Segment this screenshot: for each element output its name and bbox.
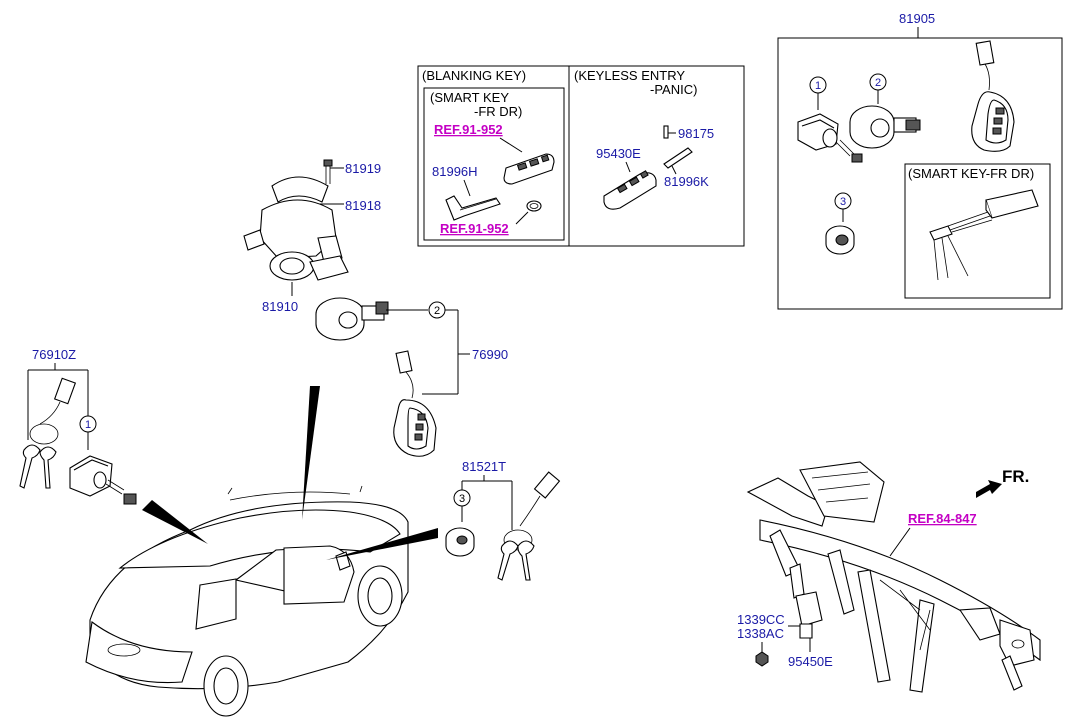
ref-91-952-top[interactable]: REF.91-952 [434, 122, 503, 137]
lock-cylinder-icon [797, 113, 863, 163]
pointer-wedges [142, 386, 438, 560]
ref-91-952-bottom[interactable]: REF.91-952 [440, 221, 509, 236]
battery-strip-icon [663, 125, 669, 139]
label-81996K[interactable]: 81996K [664, 174, 709, 189]
callout-1-right: 1 [815, 80, 821, 92]
immobilizer-antenna-icon [825, 225, 855, 255]
smart-key-fob-icon [971, 40, 1015, 152]
callout-3-right: 3 [840, 196, 846, 208]
box-title-smart-key-2: -FR DR) [474, 104, 522, 119]
box-blanking-keyless: (BLANKING KEY) (SMART KEY -FR DR) REF.91… [417, 65, 745, 247]
door-lock-set: 76910Z 1 [19, 347, 137, 505]
box-81905: 81905 1 2 [777, 11, 1063, 310]
label-81918[interactable]: 81918 [345, 198, 381, 213]
fr-direction-label: FR. [1002, 467, 1029, 486]
label-76990[interactable]: 76990 [472, 347, 508, 362]
label-1338AC[interactable]: 1338AC [737, 626, 784, 641]
tailgate-lock-set: 81521T 3 [445, 459, 561, 581]
label-81919[interactable]: 81919 [345, 161, 381, 176]
box-title-keyless-2: -PANIC) [650, 82, 697, 97]
keys-with-tag-icon [497, 471, 561, 581]
callout-3-mid: 3 [459, 493, 465, 505]
cowl-cross-bar: FR. REF.84-847 [746, 461, 1041, 693]
callout-2-right: 2 [875, 77, 881, 89]
steering-lock-assembly: 81919 81918 81910 2 [243, 159, 508, 457]
ref-84-847[interactable]: REF.84-847 [908, 511, 977, 526]
label-81996H[interactable]: 81996H [432, 164, 478, 179]
forward-arrow-icon [976, 480, 1002, 498]
label-95450E[interactable]: 95450E [788, 654, 833, 669]
key-ring-icon [526, 200, 542, 212]
callout-2-mid: 2 [434, 305, 440, 317]
door-lock-cylinder-icon [69, 455, 137, 505]
label-81905[interactable]: 81905 [899, 11, 935, 26]
vehicle-suv-icon [85, 485, 409, 717]
ignition-switch-icon [315, 297, 389, 341]
box-title-keyless-1: (KEYLESS ENTRY [574, 68, 685, 83]
lock-cap-icon [445, 527, 475, 557]
smart-key-fob-icon [393, 350, 437, 457]
emergency-key-blade-icon [445, 195, 501, 221]
label-98175[interactable]: 98175 [678, 126, 714, 141]
label-81521T[interactable]: 81521T [462, 459, 506, 474]
box-title-blanking-key: (BLANKING KEY) [422, 68, 526, 83]
smart-key-fob-icon [503, 153, 555, 185]
keyless-remote-icon [603, 170, 657, 210]
key-blade-icon [663, 147, 693, 169]
nut-icon [755, 651, 769, 667]
box-title-smart-key-fr-dr: (SMART KEY-FR DR) [908, 166, 1034, 181]
callout-1-left: 1 [85, 419, 91, 431]
bolt-icon [323, 159, 333, 184]
box-title-smart-key-1: (SMART KEY [430, 90, 509, 105]
steering-column-bracket-icon [789, 563, 823, 639]
label-1339CC[interactable]: 1339CC [737, 612, 785, 627]
label-95430E[interactable]: 95430E [596, 146, 641, 161]
label-81910[interactable]: 81910 [262, 299, 298, 314]
keys-with-tag-icon [19, 377, 77, 489]
steering-lock-body-icon [243, 176, 349, 281]
label-76910Z[interactable]: 76910Z [32, 347, 76, 362]
door-handle-sensor-icon [929, 189, 1039, 281]
ignition-barrel-icon [849, 105, 921, 149]
